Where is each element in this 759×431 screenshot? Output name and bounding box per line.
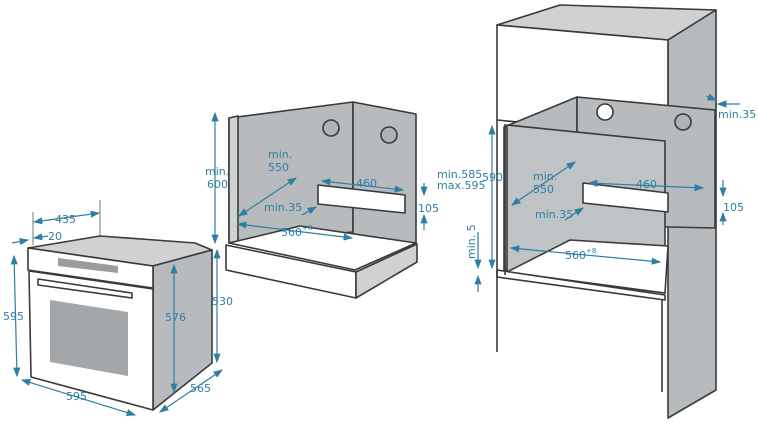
- vent-hole: [674, 113, 692, 131]
- label-460: 460: [356, 177, 377, 190]
- label-550: 550: [533, 183, 554, 196]
- label-min35: min.35: [535, 208, 573, 221]
- label-560: 560: [565, 249, 586, 262]
- label-min5: min. 5: [465, 224, 478, 259]
- label-560: 560: [281, 226, 302, 239]
- dim-435: [32, 210, 101, 225]
- vent-hole: [322, 119, 340, 137]
- label-600: 600: [207, 178, 228, 191]
- label-min585: min.585: [437, 168, 482, 181]
- label-105: 105: [418, 202, 439, 215]
- column-cabinet: [496, 4, 717, 419]
- cabinet-base-side: [355, 243, 418, 299]
- label-min35: min.35: [264, 201, 302, 214]
- label-590: 590: [482, 171, 503, 184]
- label-top-min35: min.35: [718, 108, 756, 121]
- dim-565: [159, 369, 223, 413]
- cabinet-left-wall: [228, 115, 239, 244]
- display: [58, 258, 118, 273]
- column-dimensions: min.35 min.585 max.595 590 min. 550 460 …: [437, 93, 756, 292]
- under-counter-cabinet: [225, 101, 418, 299]
- label-105: 105: [723, 201, 744, 214]
- label-530: 530: [212, 295, 233, 308]
- label-595-height: 595: [3, 310, 24, 323]
- label-min-depth: min.: [533, 170, 557, 183]
- label-435: 435: [55, 213, 76, 226]
- label-tolerance: +8: [586, 247, 596, 255]
- label-550: 550: [268, 161, 289, 174]
- label-tolerance: +8: [302, 224, 312, 232]
- vent-hole: [596, 103, 614, 121]
- door-window: [50, 300, 128, 376]
- dim-595-width: [20, 379, 137, 416]
- label-20: 20: [48, 230, 62, 243]
- label-max595: max.595: [437, 179, 485, 192]
- under-counter-dimensions: min. 600 min. 550 460 105 min.35 560 +8: [205, 111, 439, 245]
- oven-dimensions: 435 20 595 595 576 530 565: [3, 200, 233, 416]
- label-565: 565: [190, 382, 211, 395]
- oven-drawing: [27, 235, 213, 411]
- label-576: 576: [165, 311, 186, 324]
- dim-595-height: [10, 254, 21, 378]
- label-min-depth: min.: [268, 148, 292, 161]
- vent-hole: [380, 126, 398, 144]
- door-handle: [37, 278, 133, 299]
- label-min-height: min.: [205, 165, 229, 178]
- label-460: 460: [636, 178, 657, 191]
- label-595-width: 595: [66, 390, 87, 403]
